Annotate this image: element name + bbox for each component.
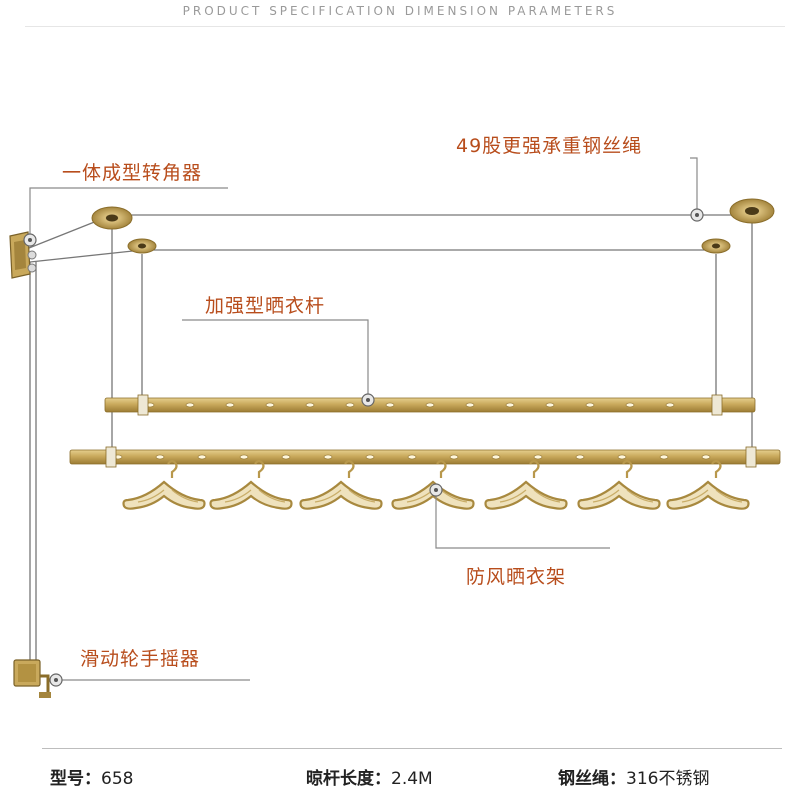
spec-rod-length-key: 晾杆长度： — [306, 769, 391, 789]
product-diagram — [9, 157, 781, 698]
spec-wire-key: 钢丝绳： — [558, 769, 626, 789]
spec-rod-length-value: 2.4M — [391, 769, 433, 789]
hanger-icon — [299, 459, 383, 510]
header-banner: PRODUCT SPECIFICATION DIMENSION PARAMETE… — [0, 0, 800, 22]
callout-leaders — [29, 157, 698, 681]
spec-model: 型号：658 — [50, 764, 133, 789]
ceiling-pulley-left-small — [127, 238, 157, 254]
hanger-icon — [666, 459, 750, 510]
ceiling-pulley-right-large — [729, 198, 775, 224]
hanger-icon — [484, 459, 568, 510]
label-hangers: 防风晒衣架 — [466, 566, 567, 588]
drying-rod-upper — [104, 394, 756, 416]
spec-divider — [42, 748, 782, 749]
hanger-icon — [122, 459, 206, 510]
ceiling-pulley-right-small — [701, 238, 731, 254]
hanger-icon — [577, 459, 661, 510]
label-hand-crank: 滑动轮手摇器 — [80, 648, 201, 670]
header-divider — [25, 26, 785, 27]
spec-rod-length: 晾杆长度：2.4M — [306, 764, 433, 789]
hanger-icon — [209, 459, 293, 510]
label-corner-unit: 一体成型转角器 — [62, 162, 203, 184]
spec-wire: 钢丝绳：316不锈钢 — [558, 764, 709, 789]
drying-rod-lower — [69, 446, 781, 468]
callout-markers — [23, 208, 704, 687]
steel-wire-rope — [23, 214, 753, 665]
hand-crank-icon — [13, 659, 51, 698]
label-wire-rope: 49股更强承重钢丝绳 — [456, 135, 643, 157]
ceiling-pulley-left-large — [91, 206, 133, 230]
spec-row: 型号：658 晾杆长度：2.4M 钢丝绳：316不锈钢 — [0, 756, 800, 796]
label-drying-rod: 加强型晒衣杆 — [205, 295, 326, 317]
spec-model-key: 型号： — [50, 769, 101, 789]
spec-model-value: 658 — [101, 769, 134, 789]
spec-wire-value: 316不锈钢 — [626, 769, 710, 789]
header-title: PRODUCT SPECIFICATION DIMENSION PARAMETE… — [182, 4, 618, 18]
